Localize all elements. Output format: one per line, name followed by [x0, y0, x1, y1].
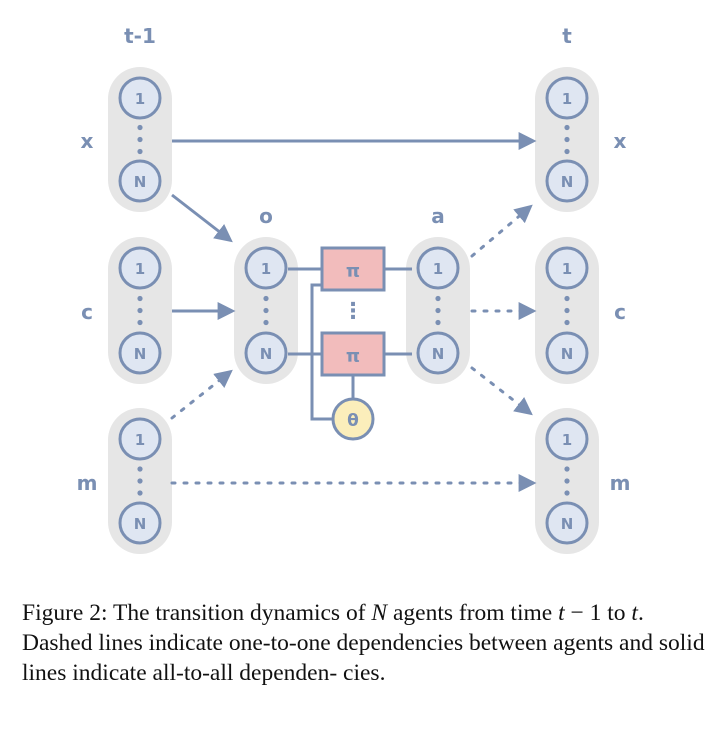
policy-dots: ⋮ — [342, 299, 364, 324]
node-c-prev-n-label: N — [134, 345, 147, 363]
figure-caption: Figure 2: The transition dynamics of N a… — [22, 600, 705, 686]
group-o-dot-2 — [263, 307, 269, 314]
group-c-prev-dot-2 — [137, 307, 143, 314]
node-a-n — [416, 331, 460, 375]
edge-a-to-m — [470, 366, 533, 416]
edge-m-to-o — [170, 369, 233, 420]
policy-box-n — [320, 331, 386, 377]
node-c-prev-1-label: 1 — [135, 260, 145, 278]
group-c-next-dot-3 — [564, 319, 570, 326]
group-m-next-dot-3 — [564, 490, 570, 496]
node-m-next-1 — [545, 417, 589, 461]
group-x-prev-dot-1 — [137, 124, 143, 131]
group-c-next-dot-2 — [564, 307, 570, 314]
node-a-n-label: N — [432, 345, 445, 363]
group-c-next-dot-1 — [564, 295, 570, 302]
node-m-prev-1 — [118, 417, 162, 461]
node-x-next-n — [545, 159, 589, 203]
group-a-dot-2 — [435, 307, 441, 314]
row-label-m-left: m — [77, 471, 98, 495]
group-m-prev-dot-3 — [137, 490, 143, 496]
policy-label-n: π — [346, 346, 360, 367]
node-o-1 — [244, 246, 288, 290]
node-o-1-label: 1 — [261, 260, 271, 278]
group-m-next-dot-1 — [564, 466, 570, 472]
node-x-next-1 — [545, 76, 589, 120]
group-x-prev-dot-3 — [137, 148, 143, 155]
group-c-prev-dot-3 — [137, 319, 143, 326]
group-o-dot-1 — [263, 295, 269, 302]
node-x-next-n-label: N — [561, 173, 574, 191]
row-label-x-right: x — [614, 129, 627, 153]
group-m-next-dot-2 — [564, 478, 570, 484]
row-label-m-right: m — [610, 471, 631, 495]
node-m-prev-n — [118, 501, 162, 545]
group-label-a: a — [431, 204, 445, 228]
node-m-next-n — [545, 501, 589, 545]
policy-label-1: π — [346, 261, 360, 282]
node-m-next-1-label: 1 — [562, 431, 572, 449]
time-label-prev: t-1 — [124, 24, 156, 48]
node-c-next-n-label: N — [561, 345, 574, 363]
node-o-n — [244, 331, 288, 375]
theta-label: θ — [347, 411, 359, 431]
node-c-prev-n — [118, 331, 162, 375]
edge-theta-bracket — [310, 283, 334, 421]
row-label-c-left: c — [81, 300, 93, 324]
node-x-prev-n-label: N — [134, 173, 147, 191]
node-x-prev-n — [118, 159, 162, 203]
group-x-next-dot-3 — [564, 148, 570, 155]
group-label-o: o — [259, 204, 273, 228]
node-a-1-label: 1 — [433, 260, 443, 278]
group-m-prev-dot-2 — [137, 478, 143, 484]
group-c-prev-dot-1 — [137, 295, 143, 302]
node-c-next-1 — [545, 246, 589, 290]
row-label-c-right: c — [614, 300, 626, 324]
node-c-next-1-label: 1 — [562, 260, 572, 278]
group-a-dot-1 — [435, 295, 441, 302]
group-m-prev-dot-1 — [137, 466, 143, 472]
group-o-dot-3 — [263, 319, 269, 326]
edge-x-to-o — [171, 193, 233, 243]
node-c-next-n — [545, 331, 589, 375]
node-m-prev-1-label: 1 — [135, 431, 145, 449]
node-x-prev-1-label: 1 — [135, 90, 145, 108]
node-x-prev-1 — [118, 76, 162, 120]
node-o-n-label: N — [260, 345, 273, 363]
node-m-next-n-label: N — [561, 515, 574, 533]
node-x-next-1-label: 1 — [562, 90, 572, 108]
group-x-next-dot-2 — [564, 136, 570, 143]
group-x-next-dot-1 — [564, 124, 570, 131]
theta-node — [331, 397, 375, 441]
node-a-1 — [416, 246, 460, 290]
policy-box-1 — [320, 246, 386, 292]
time-label-next: t — [562, 24, 572, 48]
group-x-prev-dot-2 — [137, 136, 143, 143]
row-label-x-left: x — [81, 129, 94, 153]
node-m-prev-n-label: N — [134, 515, 147, 533]
edge-a-to-x — [470, 204, 533, 258]
node-c-prev-1 — [118, 246, 162, 290]
group-a-dot-3 — [435, 319, 441, 326]
